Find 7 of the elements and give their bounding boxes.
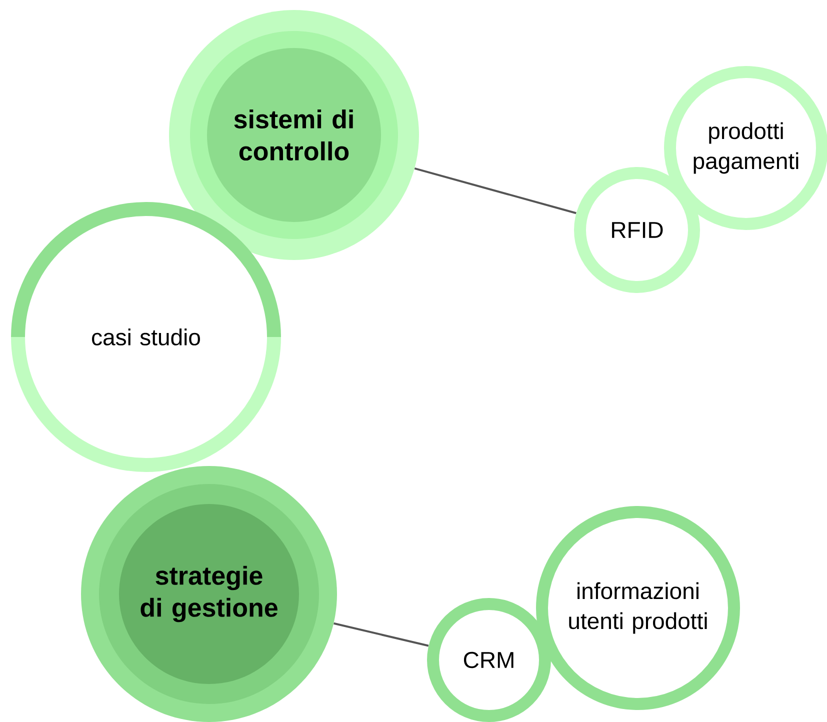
circle-node: casi studio: [11, 202, 281, 472]
circle-node: CRM: [427, 598, 551, 722]
connector-line: [414, 167, 576, 214]
circle-node: informazioni utenti prodotti: [536, 506, 740, 710]
connector-line: [334, 622, 429, 647]
circle-node: strategie di gestione: [81, 466, 337, 722]
circle-node: sistemi di controllo: [169, 10, 419, 260]
